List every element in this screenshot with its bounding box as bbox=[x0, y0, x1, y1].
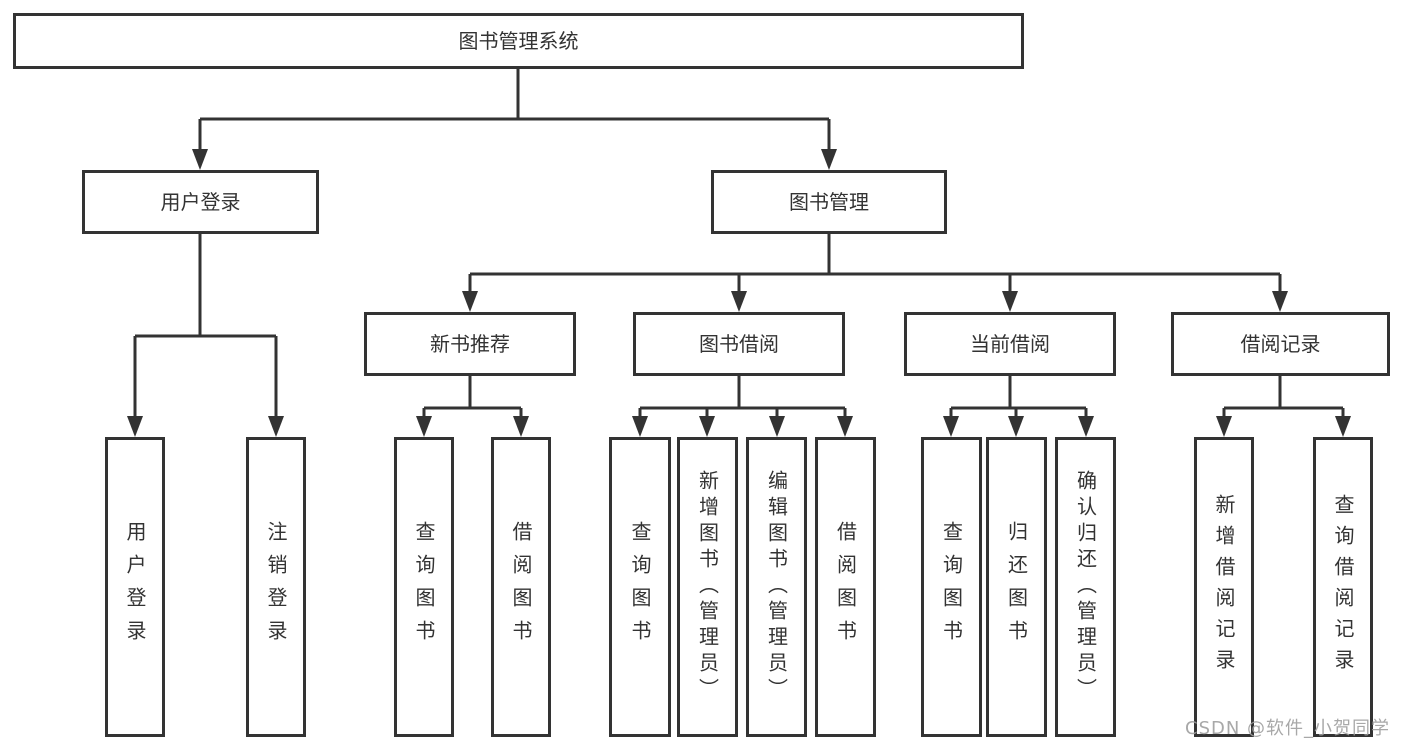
leaf-label: 查询借阅记录 bbox=[1331, 494, 1355, 680]
leaf-logout: 注销登录 bbox=[246, 437, 306, 737]
connector-current-borrow-to-leaves bbox=[943, 376, 1094, 437]
leaf-cb-return-books: 归还图书 bbox=[986, 437, 1047, 737]
arrow-down-icon bbox=[769, 416, 785, 437]
connector-new-book-recommend-to-leaves bbox=[416, 376, 529, 437]
arrow-down-icon bbox=[1335, 416, 1351, 437]
connector-user-login-to-leaves bbox=[127, 234, 284, 437]
connector-borrow-records-to-leaves bbox=[1216, 376, 1351, 437]
connector-book-management-to-level2 bbox=[462, 234, 1288, 312]
arrow-down-icon bbox=[1002, 291, 1018, 312]
leaf-label: 用户登录 bbox=[123, 521, 147, 653]
leaf-bb-edit-books-admin: 编辑图书（管理员） bbox=[746, 437, 807, 737]
arrow-down-icon bbox=[699, 416, 715, 437]
leaf-label: 查询图书 bbox=[412, 521, 436, 653]
connector-book-borrow-to-leaves bbox=[632, 376, 853, 437]
leaf-label: 借阅图书 bbox=[833, 521, 858, 653]
watermark: CSDN @软件_小贺同学 bbox=[1185, 718, 1391, 739]
leaf-nbr-borrow-books: 借阅图书 bbox=[491, 437, 551, 737]
arrow-down-icon bbox=[462, 291, 478, 312]
arrow-down-icon bbox=[268, 416, 284, 437]
arrow-down-icon bbox=[821, 149, 837, 170]
arrow-down-icon bbox=[1078, 416, 1094, 437]
leaf-bb-borrow-books: 借阅图书 bbox=[815, 437, 876, 737]
leaf-label: 归还图书 bbox=[1004, 521, 1029, 653]
arrow-down-icon bbox=[1272, 291, 1288, 312]
node-borrow-records: 借阅记录 bbox=[1171, 312, 1390, 376]
leaf-user-login: 用户登录 bbox=[105, 437, 165, 737]
node-current-borrow: 当前借阅 bbox=[904, 312, 1116, 376]
arrow-down-icon bbox=[127, 416, 143, 437]
leaf-cb-confirm-return-admin: 确认归还（管理员） bbox=[1055, 437, 1116, 737]
leaf-bb-query-books: 查询图书 bbox=[609, 437, 671, 737]
leaf-label: 确认归还（管理员） bbox=[1073, 470, 1098, 704]
leaf-bb-add-books-admin: 新增图书（管理员） bbox=[677, 437, 738, 737]
node-new-book-recommend: 新书推荐 bbox=[364, 312, 576, 376]
leaf-label: 注销登录 bbox=[264, 521, 288, 653]
leaf-br-add-record: 新增借阅记录 bbox=[1194, 437, 1254, 737]
arrow-down-icon bbox=[192, 149, 208, 170]
node-library-system: 图书管理系统 bbox=[13, 13, 1024, 69]
leaf-label: 新增图书（管理员） bbox=[695, 470, 720, 704]
arrow-down-icon bbox=[837, 416, 853, 437]
leaf-label: 查询图书 bbox=[628, 521, 652, 653]
leaf-cb-query-books: 查询图书 bbox=[921, 437, 982, 737]
arrow-down-icon bbox=[1216, 416, 1232, 437]
leaf-br-query-record: 查询借阅记录 bbox=[1313, 437, 1373, 737]
leaf-label: 借阅图书 bbox=[509, 521, 533, 653]
arrow-down-icon bbox=[632, 416, 648, 437]
leaf-label: 查询图书 bbox=[939, 521, 964, 653]
arrow-down-icon bbox=[416, 416, 432, 437]
arrow-down-icon bbox=[943, 416, 959, 437]
leaf-label: 编辑图书（管理员） bbox=[764, 470, 789, 704]
arrow-down-icon bbox=[513, 416, 529, 437]
node-book-borrow: 图书借阅 bbox=[633, 312, 845, 376]
node-book-management: 图书管理 bbox=[711, 170, 947, 234]
node-user-login: 用户登录 bbox=[82, 170, 319, 234]
leaf-nbr-query-books: 查询图书 bbox=[394, 437, 454, 737]
connector-root-to-level1 bbox=[192, 68, 837, 170]
arrow-down-icon bbox=[731, 291, 747, 312]
leaf-label: 新增借阅记录 bbox=[1212, 494, 1236, 680]
arrow-down-icon bbox=[1008, 416, 1024, 437]
